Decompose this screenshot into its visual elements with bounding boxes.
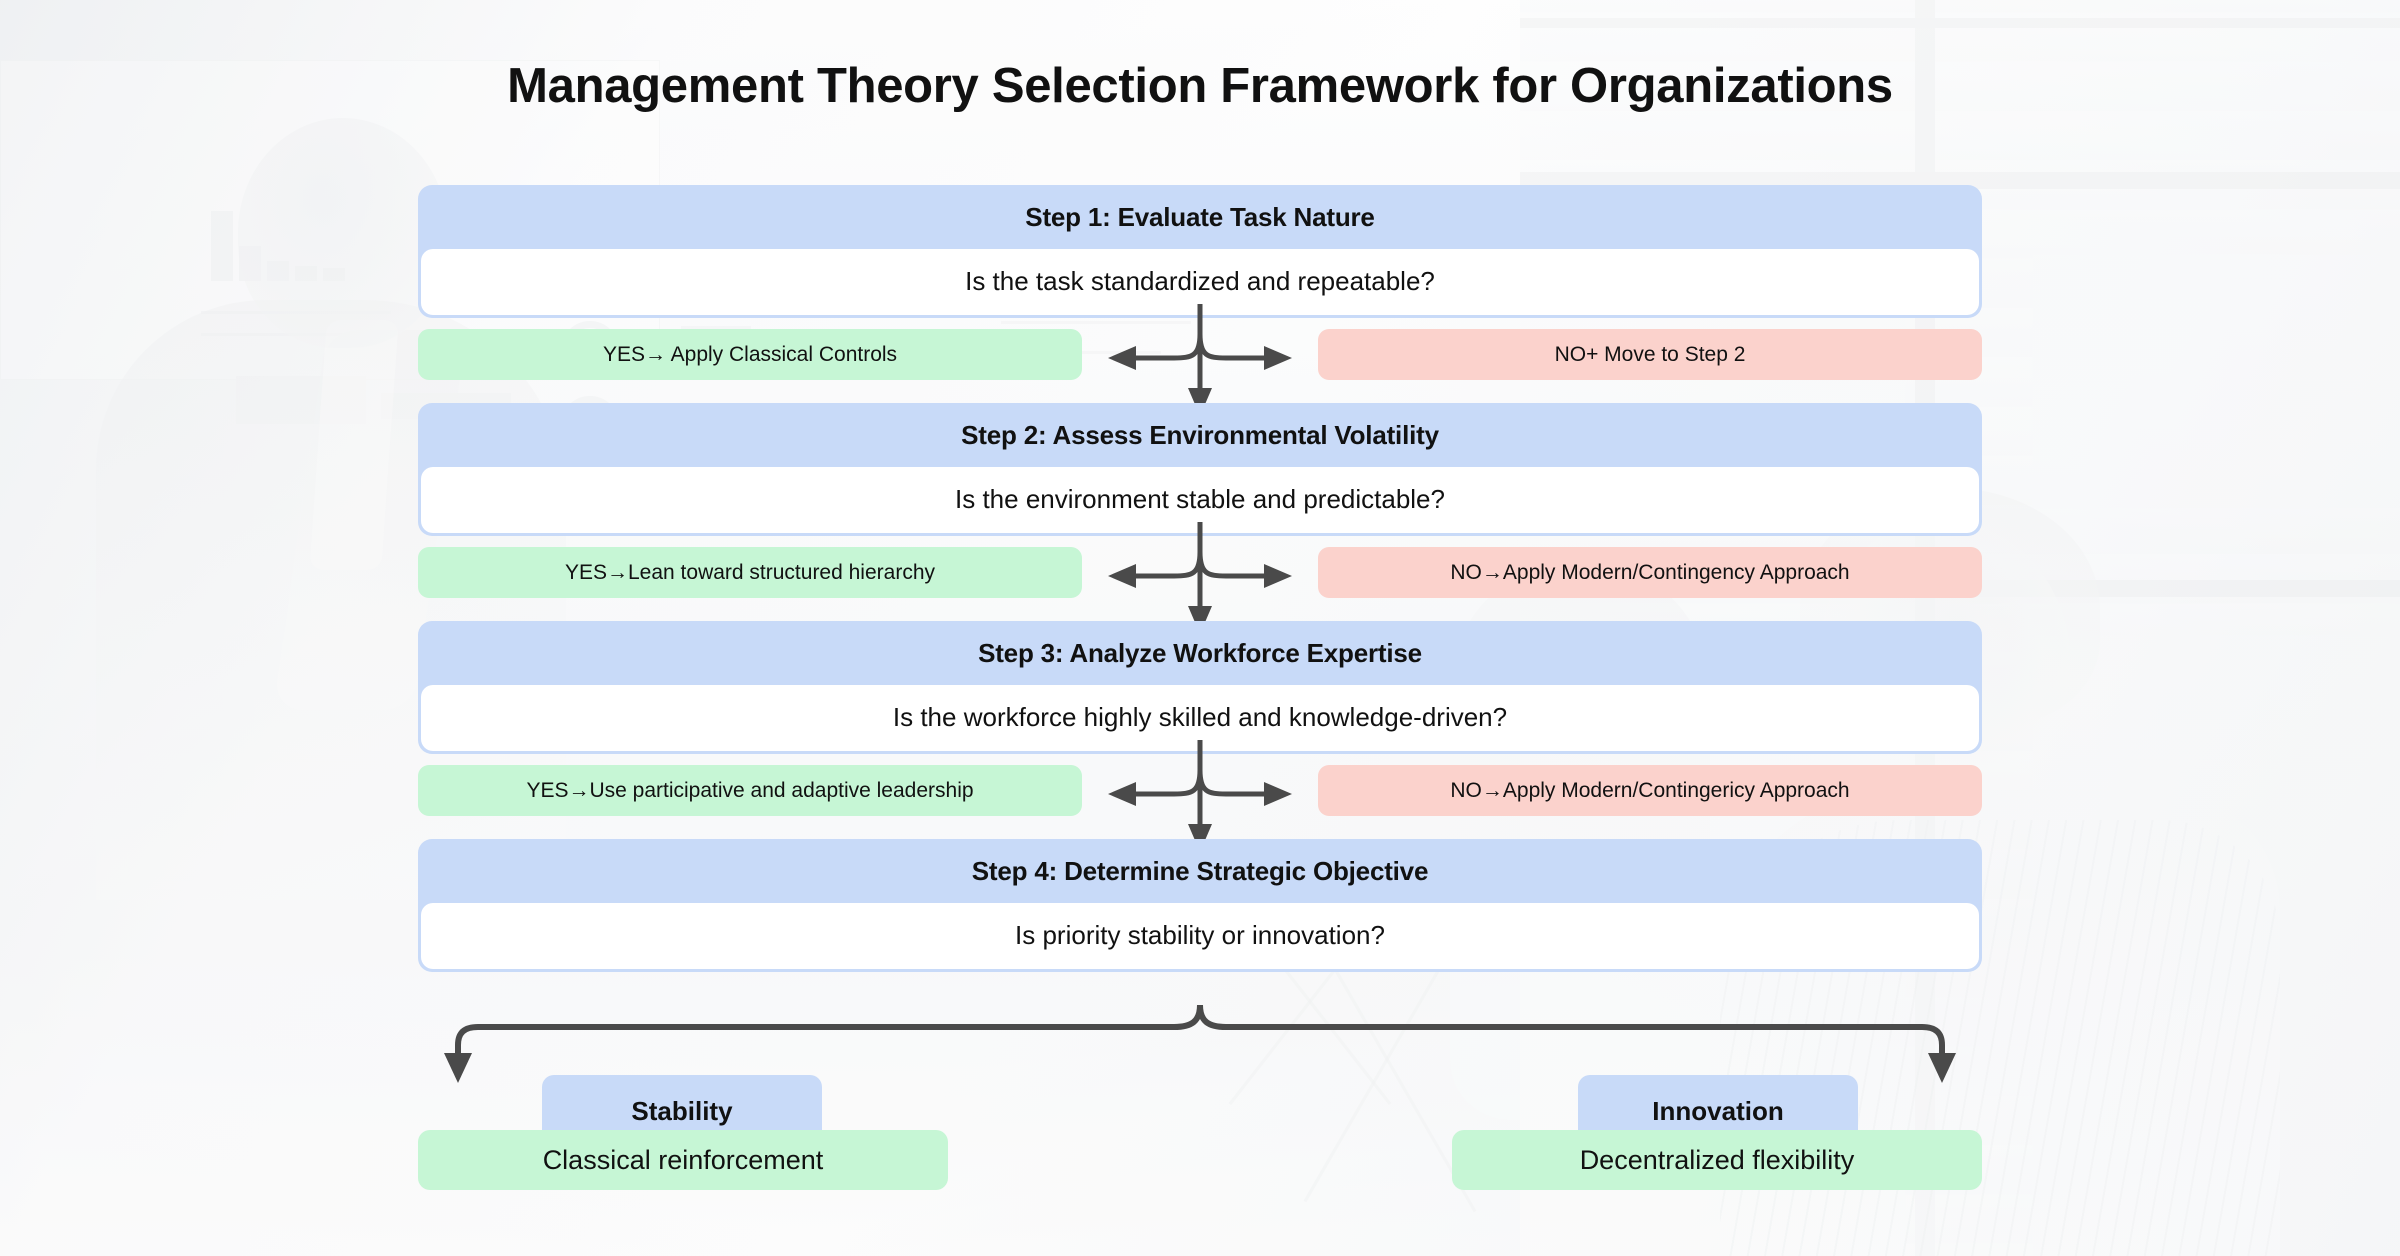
branch-row-2: YES→Lean toward structured hierarchy NO→…	[418, 522, 1982, 634]
branch-row-3: YES→Use participative and adaptive leade…	[418, 740, 1982, 852]
step-card-4[interactable]: Step 4: Determine Strategic Objective Is…	[418, 839, 1982, 972]
step-2-question: Is the environment stable and predictabl…	[421, 467, 1979, 533]
outcome-innovation-detail: Decentralized flexibility	[1452, 1130, 1982, 1190]
step-card-3[interactable]: Step 3: Analyze Workforce Expertise Is t…	[418, 621, 1982, 754]
step-1-title: Step 1: Evaluate Task Nature	[1025, 202, 1375, 232]
step-2-title: Step 2: Assess Environmental Volatility	[961, 420, 1439, 450]
outcome-fork-arrow	[444, 1005, 1956, 1083]
step-2-no-pill[interactable]: NO→Apply Modern/Contingency Approach	[1318, 547, 1982, 598]
step-3-title: Step 3: Analyze Workforce Expertise	[978, 638, 1422, 668]
outcome-stability-detail: Classical reinforcement	[418, 1130, 948, 1190]
outcome-row: Stability Classical reinforcement Innova…	[418, 1075, 1982, 1215]
flowchart: Step 1: Evaluate Task Nature Is the task…	[418, 185, 1982, 972]
bg-person-head	[238, 118, 448, 348]
step-3-yes-pill[interactable]: YES→Use participative and adaptive leade…	[418, 765, 1082, 816]
branch-arrow-3	[1108, 740, 1292, 852]
step-card-1[interactable]: Step 1: Evaluate Task Nature Is the task…	[418, 185, 1982, 318]
branch-arrow-1	[1108, 304, 1292, 416]
page-title: Management Theory Selection Framework fo…	[507, 59, 1893, 113]
step-4-question: Is priority stability or innovation?	[421, 903, 1979, 969]
branch-arrow-2	[1108, 522, 1292, 634]
step-4-title: Step 4: Determine Strategic Objective	[971, 856, 1429, 886]
step-2-yes-pill[interactable]: YES→Lean toward structured hierarchy	[418, 547, 1082, 598]
step-1-yes-pill[interactable]: YES→ Apply Classical Controls	[418, 329, 1082, 380]
branch-row-1: YES→ Apply Classical Controls NO+ Move t…	[418, 304, 1982, 416]
step-3-no-pill[interactable]: NO→Apply Modern/Contingericy Approach	[1318, 765, 1982, 816]
step-1-no-pill[interactable]: NO+ Move to Step 2	[1318, 329, 1982, 380]
step-card-2[interactable]: Step 2: Assess Environmental Volatility …	[418, 403, 1982, 536]
step-1-question: Is the task standardized and repeatable?	[421, 249, 1979, 315]
step-3-question: Is the workforce highly skilled and know…	[421, 685, 1979, 751]
